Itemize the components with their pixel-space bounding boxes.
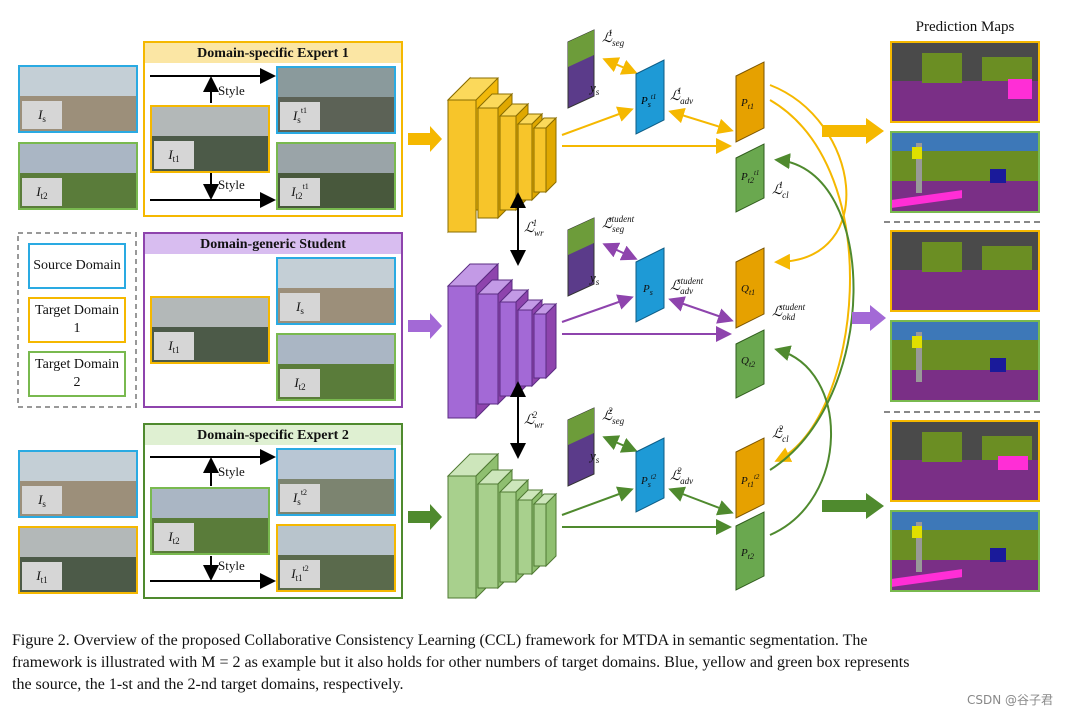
svg-text:ℒokdstudent: ℒokdstudent [772, 302, 806, 322]
caption-line-3: the source, the 1-st and the 2-nd target… [12, 676, 404, 693]
svg-text:ℒadv1: ℒadv1 [670, 86, 693, 106]
photo-target1: It1 [150, 296, 270, 364]
style-label: Style [218, 558, 245, 573]
style-label: Style [218, 83, 245, 98]
svg-text:ys: ys [588, 270, 600, 287]
legend-target2: Target Domain 2 [28, 351, 126, 397]
framework-diagram: ℒseg1 ys Pst1 ℒadv1 Pt1 Pt2t1 ℒcl1 ℒwr1 … [17, 28, 1044, 600]
prediction-map-expert2-a [890, 420, 1040, 502]
svg-text:ℒwr1: ℒwr1 [524, 218, 544, 238]
caption-line-1: Figure 2. Overview of the proposed Colla… [12, 632, 868, 649]
expert2-network [446, 452, 558, 600]
svg-text:ℒcl2: ℒcl2 [772, 424, 789, 444]
prediction-map-expert1-a [890, 41, 1040, 123]
svg-text:ℒseg2: ℒseg2 [602, 406, 625, 426]
legend-target1: Target Domain 1 [28, 297, 126, 343]
expert1-network [446, 76, 558, 234]
photo-source: Is [18, 65, 138, 133]
legend-frame [17, 232, 137, 408]
q-t2-map [735, 329, 765, 399]
student-title: Domain-generic Student [200, 237, 346, 252]
p-s-t1-map [635, 59, 665, 135]
prediction-map-student-b [890, 320, 1040, 402]
prediction-map-expert2-b [890, 510, 1040, 592]
photo-source: Is [276, 257, 396, 325]
svg-text:ℒcl1: ℒcl1 [772, 180, 789, 200]
watermark: CSDN @谷子君 [966, 693, 1053, 707]
prediction-map-student-a [890, 230, 1040, 312]
photo-source-styled-t2: Ist2 [276, 448, 396, 516]
photo-target1: It1 [18, 526, 138, 594]
prediction-map-expert1-b [890, 131, 1040, 213]
expert1-title: Domain-specific Expert 1 [197, 46, 349, 61]
svg-text:ℒwr2: ℒwr2 [524, 410, 544, 430]
svg-text:ys: ys [588, 448, 600, 465]
caption-line-2: framework is illustrated with M = 2 as e… [12, 654, 910, 671]
figure-caption: Figure 2. Overview of the proposed Colla… [12, 630, 1052, 696]
p-t1-t2-map [735, 143, 765, 213]
svg-text:ℒseg1: ℒseg1 [602, 28, 625, 48]
p-s-t2-map [635, 437, 665, 513]
style-label: Style [218, 464, 245, 479]
photo-target2: It2 [18, 142, 138, 210]
q-t1-map [735, 247, 765, 329]
svg-text:ℒadv2: ℒadv2 [670, 466, 693, 486]
photo-t2-styled-t1: It2t1 [276, 142, 396, 210]
photo-target1: It1 [150, 105, 270, 173]
student-panel [143, 232, 403, 408]
photo-t1-styled-t2: It1t2 [276, 524, 396, 592]
photo-target2: It2 [150, 487, 270, 555]
svg-text:ℒsegstudent: ℒsegstudent [602, 214, 635, 234]
p-s-student-map [635, 247, 665, 323]
expert1-panel [143, 41, 403, 217]
p-t2-map [735, 511, 765, 591]
student-network [446, 262, 558, 420]
svg-text:ys: ys [588, 80, 600, 97]
svg-text:ℒadvstudent: ℒadvstudent [670, 276, 704, 296]
p-t1-map [735, 61, 765, 143]
p-t2-t1-map [735, 437, 765, 519]
photo-source: Is [18, 450, 138, 518]
photo-target2: It2 [276, 333, 396, 401]
legend-source: Source Domain [28, 243, 126, 289]
svg-text:Ps: Ps [642, 283, 653, 297]
expert2-panel [143, 423, 403, 599]
expert2-title: Domain-specific Expert 2 [197, 428, 349, 443]
prediction-maps-title: Prediction Maps [915, 19, 1015, 35]
photo-source-styled-t1: Ist1 [276, 66, 396, 134]
style-label: Style [218, 177, 245, 192]
